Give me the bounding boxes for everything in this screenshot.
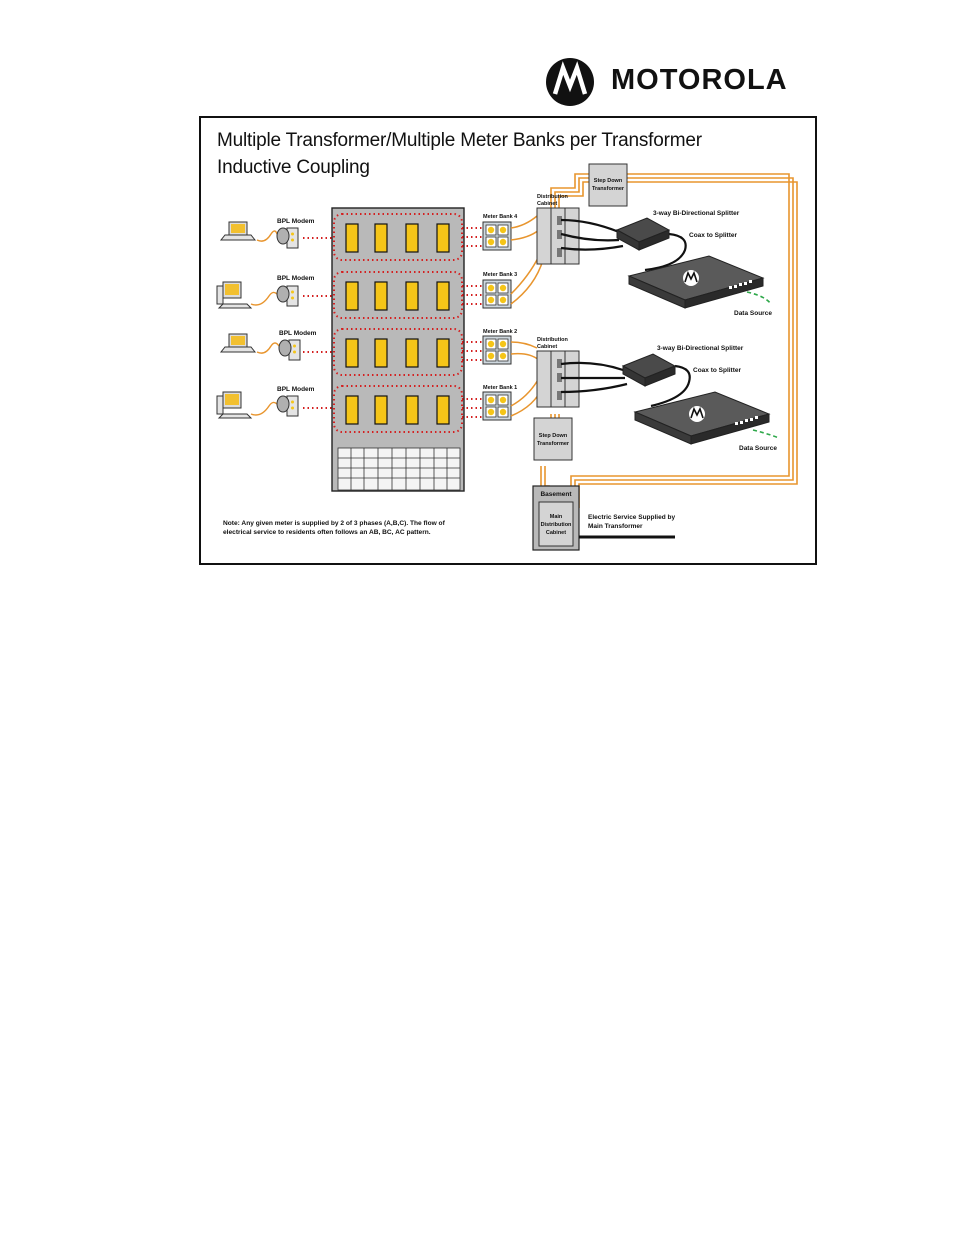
dist-cabinet-bottom-label-2: Cabinet [537,344,557,350]
basement-label: Basement [540,491,572,498]
motorola-logo [546,58,594,106]
step-down-label-2: Transformer [592,186,625,192]
distribution-cabinet-top: Distribution Cabinet [536,194,580,265]
brand-name: MOTOROLA [611,64,788,96]
network-diagram: Step Down Transformer BPL M [216,163,798,551]
data-server-bottom [634,391,770,445]
electric-service-label-2: Main Transformer [588,523,643,530]
main-cabinet-label-2: Distribution [541,522,572,528]
meter-bank-2-label: Meter Bank 2 [483,329,517,335]
coax-label-bottom: Coax to Splitter [693,367,742,374]
bpl-modem-label-1: BPL Modem [277,218,315,225]
step-down-transformer-bottom: Step Down Transformer [533,417,573,461]
main-cabinet-label-3: Cabinet [546,530,566,536]
main-cabinet-label-1: Main [550,514,563,520]
coax-lines [560,218,691,408]
data-source-links [746,291,780,439]
distribution-cabinet-bottom: Distribution Cabinet [536,337,580,408]
resident-row-3: BPL Modem [220,330,317,361]
data-source-label-bottom: Data Source [739,445,777,452]
diagram-subtitle: Inductive Coupling [217,157,370,178]
splitter-label-top: 3-way Bi-Directional Splitter [653,210,740,217]
meter-bank-1-label: Meter Bank 1 [483,385,517,391]
meter-bank-4-label: Meter Bank 4 [483,214,518,220]
bpl-modem-label-3: BPL Modem [279,330,317,337]
resident-row-1: BPL Modem [220,218,315,249]
step-down-bottom-label-2: Transformer [537,441,570,447]
resident-row-4: BPL Modem [216,386,315,419]
note-line-1: Note: Any given meter is supplied by 2 o… [223,520,446,527]
splitter-label-bottom: 3-way Bi-Directional Splitter [657,345,744,352]
meter-banks: Meter Bank 4 Meter Bank 3 Meter Bank 2 M… [482,214,518,421]
data-source-label-top: Data Source [734,310,772,317]
modem-connections [303,227,482,418]
basement-main-cabinet: Basement Main Distribution Cabinet [532,485,580,551]
bpl-modem-label-4: BPL Modem [277,386,315,393]
coax-label-top: Coax to Splitter [689,232,738,239]
splitter-bottom [622,353,676,387]
data-server-top [628,255,764,309]
bpl-modem-label-2: BPL Modem [277,275,315,282]
meter-bank-3-label: Meter Bank 3 [483,272,517,278]
building [331,207,465,492]
resident-row-2: BPL Modem [216,275,315,309]
splitter-top [616,217,670,251]
step-down-bottom-label-1: Step Down [539,433,568,439]
diagram-title: Multiple Transformer/Multiple Meter Bank… [217,130,702,151]
dist-cabinet-bottom-label-1: Distribution [537,337,568,343]
dist-cabinet-top-label-2: Cabinet [537,201,557,207]
electric-service-label-1: Electric Service Supplied by [588,514,675,521]
step-down-label-1: Step Down [594,178,623,184]
step-down-transformer-top: Step Down Transformer [588,163,628,207]
note-line-2: electrical service to residents often fo… [223,529,431,536]
dist-cabinet-top-label-1: Distribution [537,194,568,200]
